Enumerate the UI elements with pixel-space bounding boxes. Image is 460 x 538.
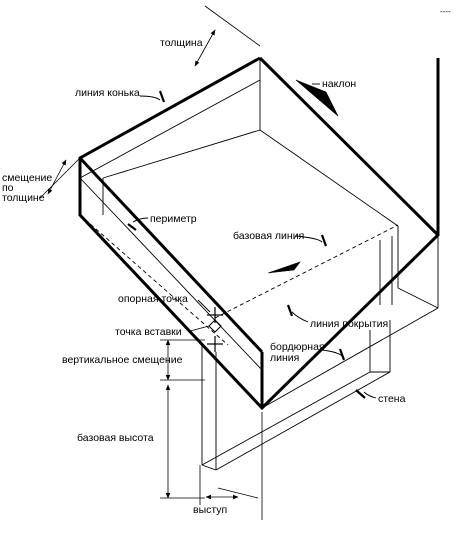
label-overhang: выступ (193, 504, 227, 516)
label-border-line-1: бордюрная (270, 341, 325, 353)
label-slope: наклон (322, 78, 356, 90)
label-leaders (127, 83, 377, 399)
label-base-height: базовая высота (77, 432, 154, 444)
slope-triangle-icon (295, 79, 339, 117)
insertion-point-marker (207, 319, 223, 352)
label-covering-line: линия покрытия (310, 318, 388, 330)
base-line-dashed (214, 224, 399, 319)
wall (201, 236, 393, 471)
perimeter-dashed (79, 214, 229, 346)
label-vertical-offset: вертикальное смещение (62, 354, 183, 366)
label-perimeter: периметр (150, 213, 197, 225)
label-thickness-offset-3: толщине (2, 192, 45, 204)
label-base-line: базовая линия (233, 230, 304, 242)
dimension-lines (39, 5, 263, 520)
label-border-line-2: линия (270, 352, 299, 364)
label-wall: стена (378, 393, 406, 405)
corner-mark: ---- (440, 7, 451, 16)
label-thickness: толщина (160, 37, 203, 49)
slope-triangle-small-icon (267, 261, 301, 274)
label-insertion-point: точка вставки (115, 326, 182, 338)
label-thickness-offset-1: смещение (2, 172, 52, 184)
roof-slab (78, 56, 440, 411)
label-reference-point: опорная точка (118, 293, 188, 305)
label-thickness-offset-2: по (2, 182, 14, 194)
label-ridge-line: линия конька (75, 87, 140, 99)
